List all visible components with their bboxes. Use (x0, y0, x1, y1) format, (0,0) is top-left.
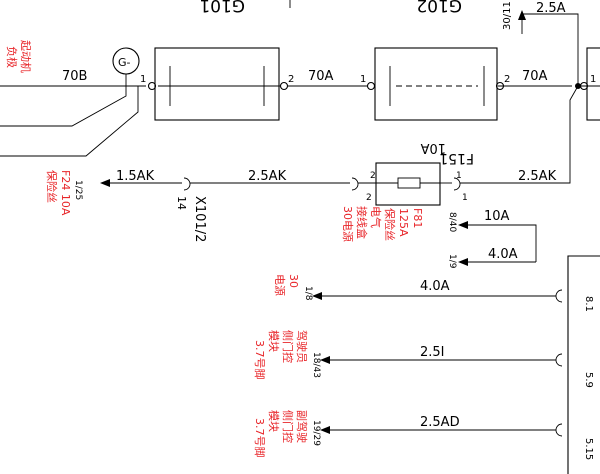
f81-label-1: F81 (411, 208, 424, 228)
wire-4-0a-small-label: 4.0A (488, 247, 518, 262)
wire-10a-label: 10A (484, 209, 510, 224)
pass-door-label-4: 3.7号脚 (253, 418, 267, 458)
pin-19-29-label: 19/29 (311, 420, 321, 446)
wire-70b-label: 70B (62, 69, 87, 84)
wire-2-5ad-label: 2.5AD (420, 415, 460, 430)
pass-door-label-1: 副驾驶 (295, 410, 309, 443)
x101-connector-left (183, 177, 191, 191)
branch-wire-lower (0, 86, 139, 157)
wire-2-5ak-right-label: 2.5AK (518, 169, 557, 184)
branch-wire-upper (0, 86, 127, 127)
g102-pin2-label: 2 (504, 74, 510, 85)
fuse-connector-right (453, 177, 461, 191)
arrow-up-head (518, 10, 526, 20)
g101-pin2-label: 2 (288, 74, 294, 85)
driver-door-label-3: 模块 (267, 330, 280, 352)
driver-door-label-2: 侧门控 (281, 330, 295, 363)
power30-label-1: 30 (287, 274, 300, 288)
driver-door-label-1: 驾驶员 (295, 330, 309, 363)
starter-neg-label-2: 负极 (5, 46, 19, 68)
wire-10a (462, 224, 537, 262)
fuse-connector-left (351, 177, 359, 191)
g102-pin1-node (366, 81, 376, 91)
wire-1-5ak-label: 1.5AK (116, 169, 155, 184)
fuse-pin-2b: 2 (370, 171, 376, 181)
connector-5-15 (555, 423, 563, 437)
g101-block (154, 47, 280, 121)
top-right-feed: 30/11 2.5A (502, 1, 581, 89)
wire-2-5ak-right (460, 85, 579, 184)
g102-pin1-label: 1 (360, 74, 366, 85)
wire-70a-2-label: 70A (522, 69, 548, 84)
f24-label-2: 保险丝 (45, 170, 59, 203)
pin-5-15-label: 5.15 (583, 438, 594, 460)
elec-box-label-3: 30电源 (341, 206, 355, 242)
f151-rating-label: 10A (420, 140, 446, 155)
ground-bus: G- 1 2 G101 1 2 G102 1 70B 70A 70A 起动机 负… (0, 0, 600, 157)
pin-30-11-label: 30/11 (502, 1, 513, 30)
wire-2-5i-label: 2.5I (420, 345, 445, 360)
g101-pin1-label: 1 (140, 74, 146, 85)
wire-2-5a-top (522, 13, 579, 86)
connector-5-9 (555, 353, 563, 367)
f81-label-2: 125A (397, 208, 410, 237)
pin-8-40-label: 8/40 (447, 212, 457, 232)
g101-pin1-node (147, 81, 157, 91)
x101-label: X101/2 (192, 196, 207, 242)
fuse-pin-2: 2 (366, 193, 372, 203)
f81-label-3: 保险丝 (383, 208, 397, 241)
pin-1-9-label: 1/9 (447, 254, 457, 269)
g102-title: G102 (416, 0, 462, 15)
right-module: 30 电源 1/8 4.0A 8.1 驾驶员 侧门控 模块 3.7号脚 18/4… (253, 255, 600, 474)
g102-block (374, 47, 498, 121)
g103-pin1-label: 1 (590, 74, 596, 85)
feed-10a: 8/40 10A 1/9 4.0A (447, 209, 537, 269)
fuse-pin-1: 1 (462, 193, 468, 203)
elec-box-label-2: 接线盒 (355, 206, 369, 239)
module-outline (567, 255, 600, 474)
fuse-row: F151 10A 2 1 2 1 1.5AK 2.5AK 2.5AK 1/25 … (45, 85, 579, 242)
pin-5-9-label: 5.9 (583, 372, 594, 388)
pass-door-label-2: 侧门控 (281, 410, 295, 443)
elec-box-label-1: 电气 (369, 206, 383, 228)
pin-1-8-label: 1/8 (303, 286, 313, 301)
wire-2-5ak-left-label: 2.5AK (248, 169, 287, 184)
starter-neg-label-1: 起动机 (19, 40, 33, 73)
pin-18-43-label: 18/43 (311, 352, 321, 378)
g101-title: G101 (199, 0, 245, 15)
driver-door-label-4: 3.7号脚 (253, 340, 267, 380)
g102-pin2-node (495, 81, 505, 91)
fuse-pin-1b: 1 (456, 171, 462, 181)
pass-door-label-3: 模块 (267, 410, 280, 432)
pin-1-25-label: 1/25 (73, 180, 83, 200)
f151-block (375, 162, 441, 206)
f151-title: F151 (439, 150, 474, 166)
wire-70a-1-label: 70A (308, 69, 334, 84)
x-pin-14-label: 14 (175, 196, 188, 210)
wire-4-0a-label: 4.0A (420, 279, 450, 294)
f24-label-1: F24 10A (59, 170, 72, 216)
connector-8-1 (555, 289, 563, 303)
power30-label-2: 电源 (273, 274, 287, 296)
generator-label: G- (118, 56, 131, 69)
pin-8-1-label: 8.1 (583, 296, 594, 312)
f151-fuse-element (397, 177, 421, 189)
g101-pin2-node (279, 81, 289, 91)
wire-2-5a-top-label: 2.5A (536, 1, 566, 16)
